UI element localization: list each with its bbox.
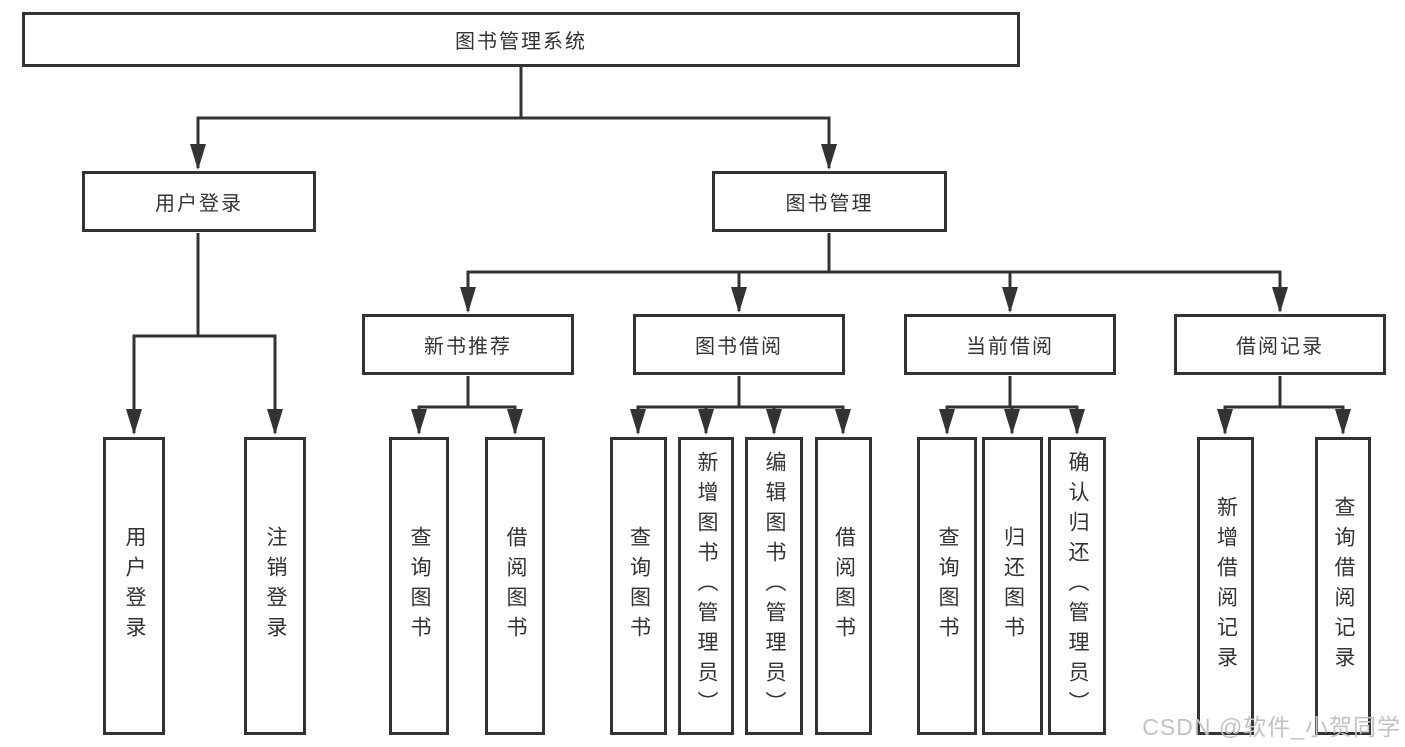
leaf-bb-edit-book: 编辑图书（管理员） bbox=[745, 437, 803, 735]
leaf-br-query-record: 查询借阅记录 bbox=[1315, 437, 1371, 735]
leaf-bb-query-book: 查询图书 bbox=[610, 437, 667, 735]
branch-book-borrow bbox=[636, 376, 845, 409]
branch-current-borrow bbox=[945, 376, 1079, 409]
branch-borrow-records bbox=[1223, 376, 1345, 409]
branch-new-book-recommend bbox=[417, 376, 517, 409]
branch-root bbox=[196, 66, 831, 120]
leaf-cb-return-book: 归还图书 bbox=[982, 437, 1043, 735]
node-borrow-records: 借阅记录 bbox=[1174, 314, 1386, 375]
leaf-bb-borrow-book: 借阅图书 bbox=[815, 437, 872, 735]
node-root: 图书管理系统 bbox=[22, 12, 1020, 67]
leaf-br-add-record: 新增借阅记录 bbox=[1197, 437, 1254, 735]
branch-book-management bbox=[466, 233, 1282, 274]
node-book-management: 图书管理 bbox=[712, 171, 947, 232]
leaf-rec-query-book: 查询图书 bbox=[389, 437, 449, 735]
leaf-user-login: 用户登录 bbox=[103, 437, 165, 735]
leaf-logout-login: 注销登录 bbox=[244, 437, 306, 735]
node-new-book-recommend: 新书推荐 bbox=[362, 314, 574, 375]
leaf-rec-borrow-book: 借阅图书 bbox=[485, 437, 545, 735]
leaf-cb-confirm-return: 确认归还（管理员） bbox=[1048, 437, 1106, 735]
leaf-bb-add-book: 新增图书（管理员） bbox=[678, 437, 734, 735]
leaf-cb-query-book: 查询图书 bbox=[917, 437, 977, 735]
csdn-watermark: CSDN @软件_小贺同学 bbox=[1142, 714, 1401, 740]
node-user-login: 用户登录 bbox=[82, 171, 316, 232]
branch-user-login bbox=[132, 233, 277, 338]
node-current-borrow: 当前借阅 bbox=[904, 314, 1116, 375]
node-book-borrow: 图书借阅 bbox=[633, 314, 845, 375]
